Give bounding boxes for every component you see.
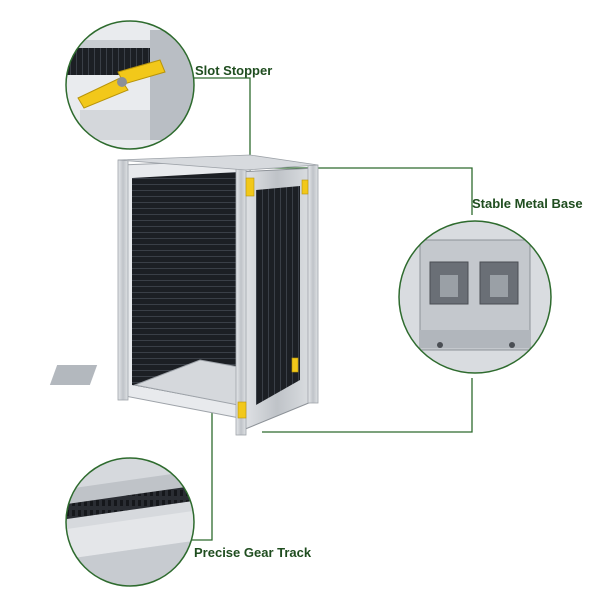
magazine-rack bbox=[49, 154, 319, 436]
leader-lines bbox=[185, 77, 473, 541]
detail-slot-stopper bbox=[65, 20, 195, 150]
detail-metal-base bbox=[398, 220, 552, 374]
callout-stable-metal-base: Stable Metal Base bbox=[472, 196, 583, 211]
callout-slot-stopper: Slot Stopper bbox=[195, 63, 273, 78]
detail-gear-track bbox=[65, 457, 195, 587]
callout-precise-gear-track: Precise Gear Track bbox=[194, 545, 312, 560]
